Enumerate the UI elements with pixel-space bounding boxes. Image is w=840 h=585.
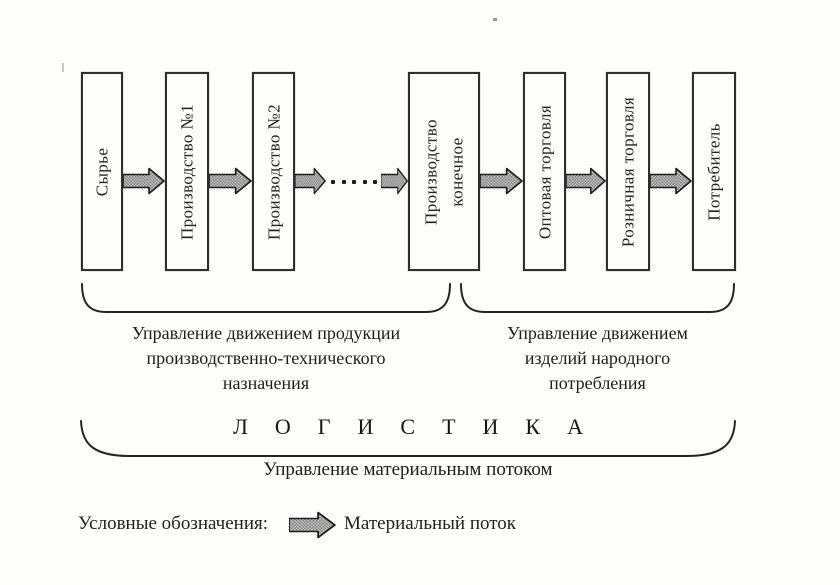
left-group-brace [81,283,451,313]
scan-speckle [62,63,64,72]
industrial-goods-group-label: Управление движением продукции производс… [131,323,401,393]
material-flow-arrow-icon [480,167,523,195]
material-flow-arrow-icon [566,167,606,195]
flow-box-final-production: Производство конечное [408,72,480,271]
flow-box-production-1: Производство №1 [165,72,209,271]
flow-box-consumer: Потребитель [692,72,736,271]
material-flow-legend-arrow-icon [289,511,336,539]
material-flow-arrow-icon [123,167,165,195]
flow-box-label: Оптовая торговля [534,104,554,239]
legend-material-flow-label: Материальный поток [344,513,517,534]
flow-box-wholesale: Оптовая торговля [523,72,566,271]
material-flow-arrow-icon [209,167,252,195]
logistics-title: ЛОГИСТИКА [233,414,610,439]
flow-box-label: Производство №2 [263,103,283,240]
flow-box-label: Сырье [92,147,112,196]
flow-box-retail: Розничная торговля [606,72,650,271]
legend-title: Условные обозначения: [78,513,269,534]
logistics-subtitle: Управление материальным потоком [263,459,553,480]
flow-box-label: Потребитель [704,122,724,221]
flow-box-label: Производство конечное [421,118,467,225]
material-flow-arrow-icon [295,167,326,195]
flow-box-label: Розничная торговля [618,96,638,247]
flow-box-production-2: Производство №2 [252,72,295,271]
material-flow-arrow-icon [381,167,408,195]
right-group-brace [460,283,735,313]
flow-box-label: Производство №1 [177,103,197,240]
consumer-goods-group-label: Управление движением изделий народного п… [507,323,688,393]
scan-speckle [493,18,497,21]
ellipsis-dots [331,179,377,184]
material-flow-arrow-icon [650,167,692,195]
flow-box-raw-materials: Сырье [81,72,123,271]
